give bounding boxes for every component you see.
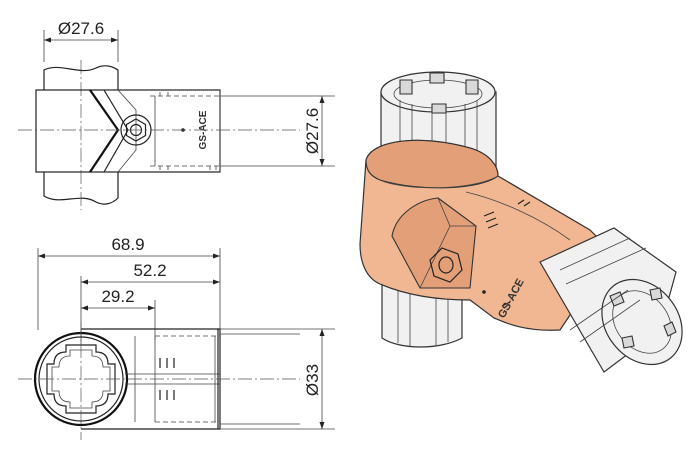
slot-marks-front: [159, 358, 175, 400]
hex-nut: [125, 118, 147, 142]
tube-stub-top: [43, 65, 119, 90]
dimension-label-top-tube: Ø27.6: [58, 19, 104, 38]
tube-stub-bottom: [43, 172, 119, 205]
dimension-label-inner: 29.2: [101, 287, 134, 306]
dimension-right-tube: Ø27.6: [300, 95, 335, 167]
slot-marks-iso: [483, 199, 531, 307]
tube-cross-section: [46, 344, 116, 414]
dimension-label-right-tube: Ø27.6: [303, 108, 322, 154]
dimension-label-overall: 68.9: [111, 235, 144, 254]
isometric-view: GS-ACE: [359, 71, 683, 373]
dimension-top-tube: Ø27.6: [43, 19, 119, 62]
v-notch: [89, 89, 120, 173]
dimension-overall: 68.9: [37, 235, 221, 330]
dimension-body: Ø33: [220, 328, 335, 430]
dimension-label-body: Ø33: [303, 364, 322, 396]
front-view: 68.9 52.2 29.2: [18, 235, 335, 440]
slot-marks-top: [159, 92, 217, 170]
dimension-label-mid: 52.2: [133, 261, 166, 280]
hex-nut-iso: [429, 247, 463, 283]
top-view: Ø27.6 GS-ACE: [18, 19, 335, 210]
dimension-inner: 29.2: [81, 287, 156, 340]
